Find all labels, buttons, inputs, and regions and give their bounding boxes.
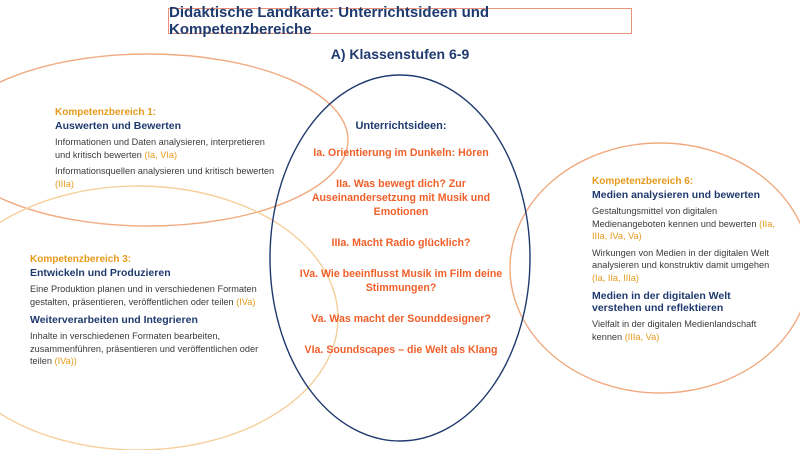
kb3-item: Eine Produktion planen und in verschiede…	[30, 283, 260, 308]
center-ideas: Unterrichtsideen: Ia. Orientierung im Du…	[296, 120, 506, 374]
kb6-label: Kompetenzbereich 6:	[592, 176, 694, 187]
kb6-item-text: Gestaltungsmittel von digitalen Medienan…	[592, 206, 757, 229]
kb3-heading: Entwickeln und Produzieren	[30, 267, 171, 279]
kb3-item-text: Eine Produktion planen und in verschiede…	[30, 284, 257, 307]
kb6-block: Kompetenzbereich 6: Medien analysieren u…	[592, 176, 782, 347]
kb6-item-text: Wirkungen von Medien in der digitalen We…	[592, 247, 770, 271]
page-subtitle: A) Klassenstufen 6-9	[330, 46, 470, 62]
kb6-item-text: Vielfalt in der digitalen Medienlandscha…	[592, 319, 757, 342]
kb6-heading: Medien analysieren und bewerten	[592, 189, 761, 201]
kb6-ellipse	[509, 142, 800, 394]
kb1-label: Kompetenzbereich 1:	[55, 107, 157, 118]
kb1-item-ref: (Ia, VIa)	[144, 149, 178, 160]
ideas-title: Unterrichtsideen:	[355, 120, 447, 132]
kb1-item: Informationen und Daten analysieren, int…	[55, 136, 275, 161]
kb6-item-ref: (IIIa, Va)	[624, 331, 660, 342]
kb1-item-ref: (IIIa)	[55, 178, 74, 189]
idea-item: Ia. Orientierung im Dunkeln: Hören	[313, 147, 489, 159]
kb6-item: Vielfalt in der digitalen Medienlandscha…	[592, 318, 782, 343]
idea-item: IIa. Was bewegt dich? Zur Auseinanderset…	[311, 178, 491, 218]
kb6-item: Wirkungen von Medien in der digitalen We…	[592, 247, 782, 285]
kb1-item-text: Informationsquellen analysieren und krit…	[55, 166, 275, 176]
kb1-block: Kompetenzbereich 1: Auswerten und Bewert…	[55, 107, 275, 194]
idea-item: IVa. Wie beeinflusst Musik im Film deine…	[299, 268, 503, 294]
kb3-ellipse	[0, 185, 339, 450]
page-title: Didaktische Landkarte: Unterrichtsideen …	[168, 4, 632, 38]
kb3-item-text: Inhalte in verschiedenen Formaten bearbe…	[30, 331, 259, 366]
idea-item: IIIa. Macht Radio glücklich?	[331, 237, 471, 249]
kb6-item-ref: (IIa, IIIa, IVa, Va)	[592, 218, 775, 242]
kb6-item: Gestaltungsmittel von digitalen Medienan…	[592, 205, 782, 243]
idea-item: VIa. Soundscapes – die Welt als Klang	[304, 344, 498, 356]
idea-item: Va. Was macht der Sounddesigner?	[311, 313, 491, 325]
kb1-heading: Auswerten und Bewerten	[55, 120, 182, 132]
kb3-label: Kompetenzbereich 3:	[30, 254, 132, 265]
kb3-item: Inhalte in verschiedenen Formaten bearbe…	[30, 330, 260, 368]
kb6-heading-2: Medien in der digitalen Welt verstehen u…	[592, 290, 731, 314]
kb1-item: Informationsquellen analysieren und krit…	[55, 165, 275, 190]
kb3-heading-2: Weiterverarbeiten und Integrieren	[30, 314, 198, 326]
kb6-item-ref: (Ia, IIa, IIIa)	[592, 272, 639, 283]
kb3-item-ref: (IVa))	[54, 356, 77, 366]
kb3-block: Kompetenzbereich 3: Entwickeln und Produ…	[30, 254, 260, 372]
kb1-item-text: Informationen und Daten analysieren, int…	[55, 137, 265, 160]
kb3-item-ref: (IVa)	[236, 296, 256, 307]
center-ellipse	[269, 74, 531, 442]
kb1-ellipse	[0, 53, 349, 227]
